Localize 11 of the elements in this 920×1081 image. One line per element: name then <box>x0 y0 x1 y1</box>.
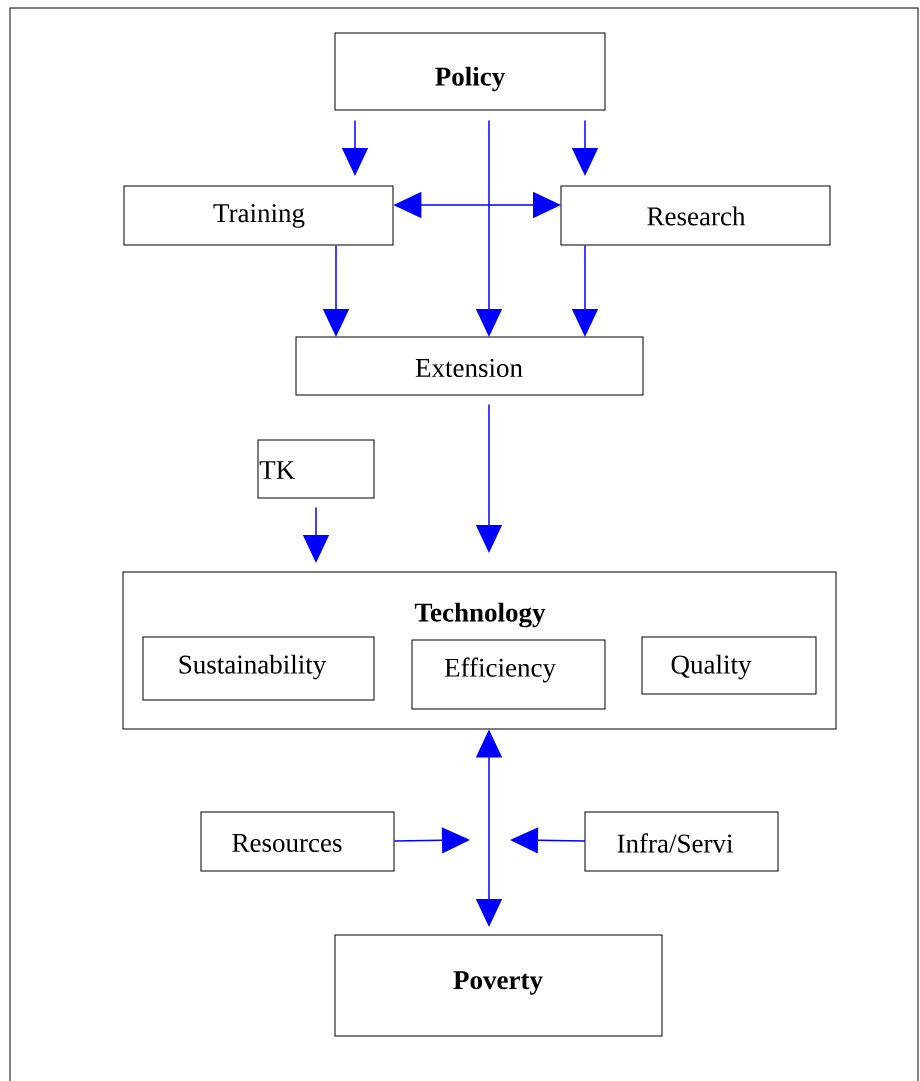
process-box: Extension <box>295 336 644 396</box>
process-box: Resources <box>200 811 395 872</box>
process-box: Quality <box>641 636 817 695</box>
process-box: Research <box>560 185 831 246</box>
process-box: Poverty <box>334 934 663 1037</box>
process-box: Policy <box>334 32 606 111</box>
process-box: Efficiency <box>411 639 606 710</box>
process-box: Sustainability <box>142 636 375 701</box>
process-box: TK <box>257 439 375 499</box>
process-box: Infra/Servi <box>584 811 779 872</box>
process-box: Training <box>123 185 394 246</box>
